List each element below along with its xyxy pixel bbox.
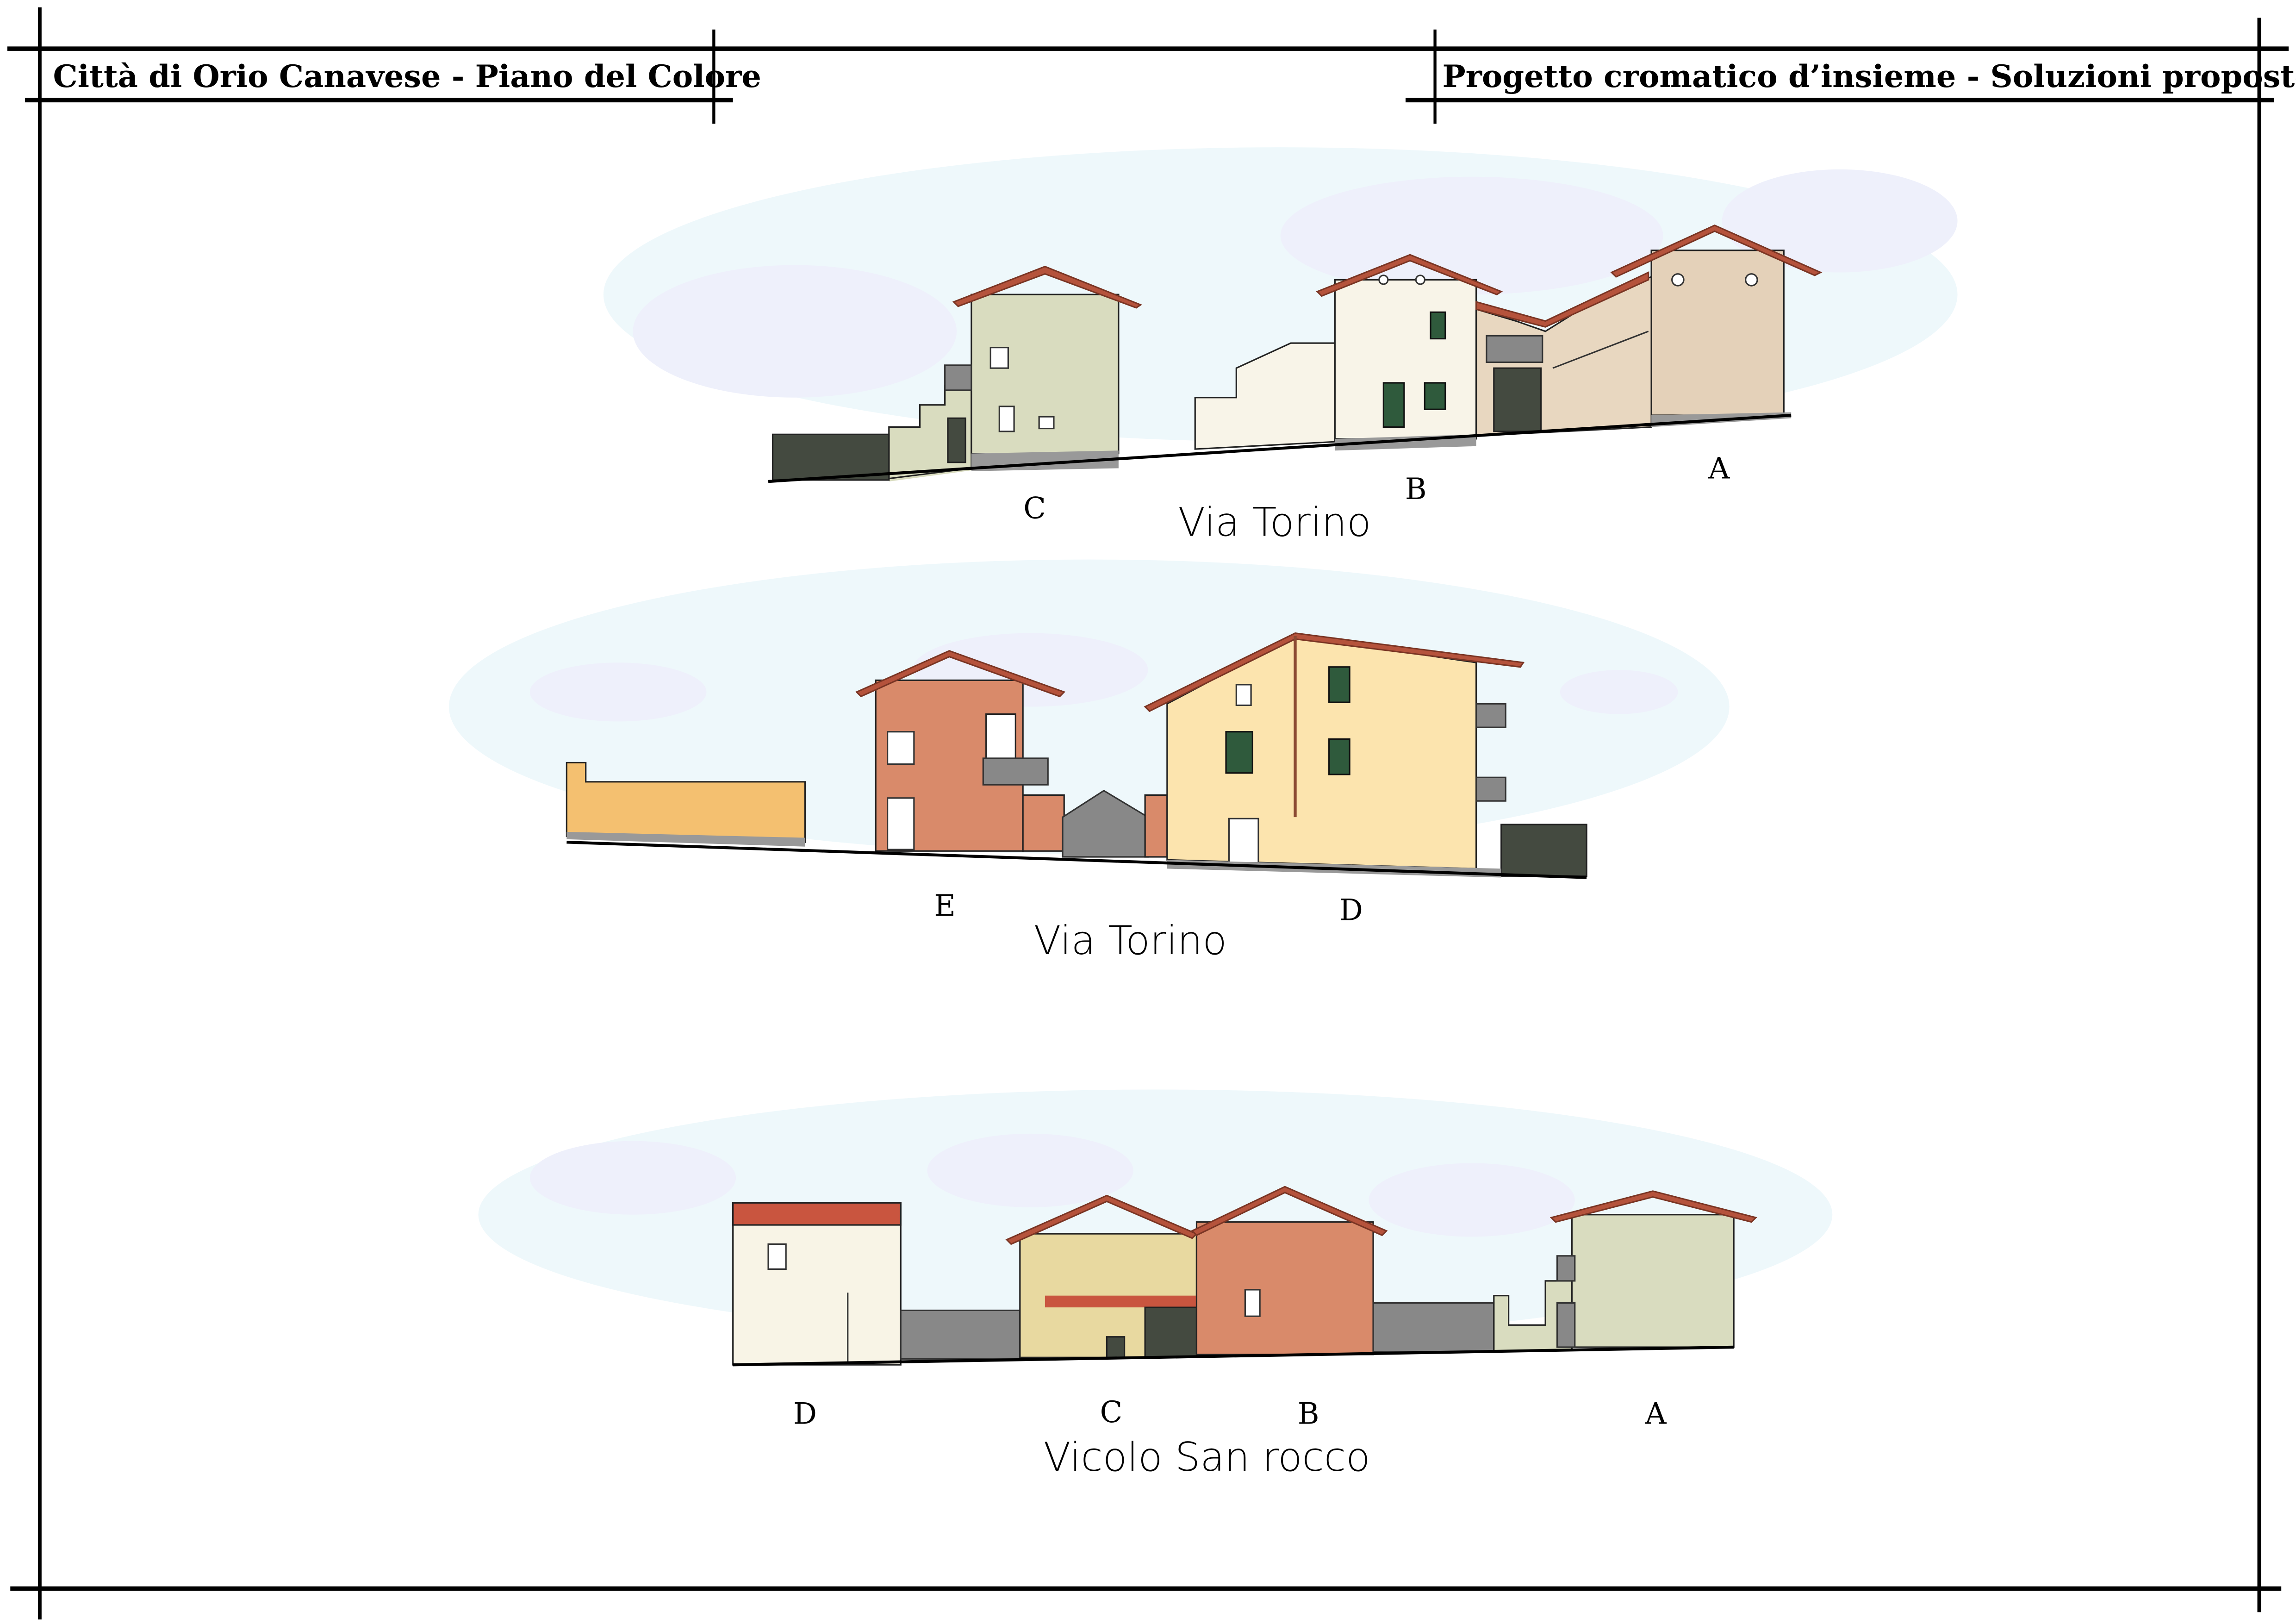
ground-line bbox=[768, 413, 1792, 483]
header-right-title: Progetto cromatico d’insieme - Soluzioni… bbox=[1443, 58, 2296, 94]
building-c bbox=[772, 266, 1142, 482]
building-label: D bbox=[793, 1396, 817, 1430]
building-label: D bbox=[1339, 893, 1363, 927]
building-e bbox=[855, 650, 1149, 858]
street-name: Via Torino bbox=[1034, 918, 1227, 964]
elevation-via-torino-1: C B A Via Torino bbox=[603, 147, 1958, 546]
building-b bbox=[1191, 1186, 1388, 1355]
sky-clouds bbox=[603, 147, 1958, 442]
building-b bbox=[1194, 254, 1503, 451]
building-label: A bbox=[1645, 1396, 1667, 1430]
building-label: E bbox=[934, 888, 955, 923]
building-label: A bbox=[1708, 451, 1730, 486]
building-label: B bbox=[1298, 1396, 1319, 1430]
building-label: C bbox=[1023, 491, 1046, 525]
fence bbox=[1372, 1302, 1495, 1353]
street-name: Vicolo San rocco bbox=[1044, 1434, 1370, 1480]
wall-orange bbox=[566, 762, 806, 847]
gate bbox=[772, 433, 890, 481]
ground-line bbox=[733, 1345, 1734, 1367]
fence bbox=[1500, 824, 1587, 877]
fence bbox=[900, 1309, 1021, 1360]
building-a bbox=[1493, 1190, 1757, 1353]
building-label: C bbox=[1100, 1395, 1123, 1429]
ground-line bbox=[566, 841, 1587, 879]
elevation-via-torino-2: E D Via Torino bbox=[448, 559, 1730, 964]
elevation-vicolo-san-rocco: D C B A Vicolo San rocco bbox=[478, 1089, 1833, 1480]
header-left-title: Città di Orio Canavese - Piano del Color… bbox=[53, 58, 761, 94]
building-d bbox=[732, 1202, 902, 1366]
street-name: Via Torino bbox=[1178, 500, 1371, 546]
building-label: B bbox=[1405, 472, 1427, 506]
building-d bbox=[1144, 632, 1587, 878]
sheet-frame bbox=[7, 7, 2289, 1620]
